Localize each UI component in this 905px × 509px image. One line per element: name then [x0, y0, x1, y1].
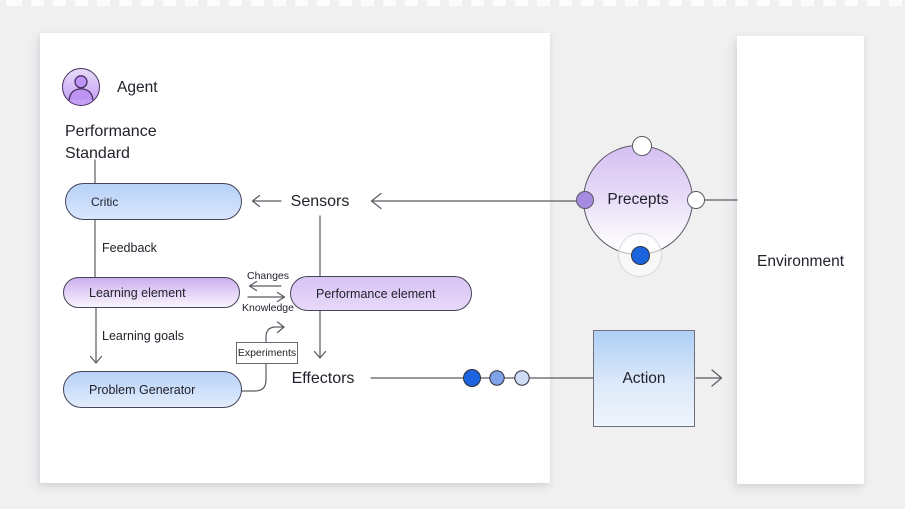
- feedback-label: Feedback: [102, 241, 157, 255]
- node-experiments: Experiments: [236, 342, 298, 364]
- node-action: Action: [593, 330, 695, 427]
- knowledge-label: Knowledge: [242, 302, 294, 314]
- performance-standard-line1: Performance: [65, 123, 157, 140]
- performance-standard-line2: Standard: [65, 145, 130, 162]
- precepts-port-top: [632, 136, 652, 156]
- edge-precepts-to-sensors: [370, 192, 587, 210]
- node-performance-element-label: Performance element: [316, 286, 436, 301]
- precepts-port-right: [687, 191, 705, 209]
- precepts-port-bottom: [631, 246, 650, 265]
- node-critic: Critic: [65, 183, 242, 220]
- effector-dot-dark: [463, 369, 481, 387]
- node-problem-generator-label: Problem Generator: [89, 382, 196, 397]
- node-learning-element: Learning element: [63, 277, 240, 308]
- performance-standard-label: Performance Standard: [65, 121, 157, 165]
- node-action-label: Action: [622, 369, 666, 387]
- effectors-label: Effectors: [291, 370, 355, 387]
- edge-knowledge-arrow: [247, 291, 286, 303]
- canvas-dashed-border: [0, 0, 905, 6]
- agent-panel: [40, 33, 550, 483]
- environment-panel: [737, 36, 864, 484]
- precepts-port-left: [576, 191, 594, 209]
- edge-action-to-environment: [695, 369, 723, 387]
- agent-avatar: [62, 68, 100, 106]
- environment-label: Environment: [756, 253, 844, 270]
- person-icon: [68, 75, 94, 101]
- effector-dot-mid: [489, 370, 505, 386]
- edge-changes-arrow: [248, 280, 282, 292]
- changes-label: Changes: [246, 270, 290, 282]
- sensors-label: Sensors: [290, 193, 350, 210]
- node-experiments-label: Experiments: [237, 347, 297, 359]
- effector-dot-light: [514, 370, 530, 386]
- edge-learning-to-problem: [89, 307, 103, 364]
- node-problem-generator: Problem Generator: [63, 371, 242, 408]
- learning-goals-label: Learning goals: [102, 329, 185, 343]
- precepts-label: Precepts: [607, 191, 669, 208]
- node-performance-element: Performance element: [290, 276, 472, 311]
- agent-title: Agent: [117, 79, 158, 96]
- node-learning-element-label: Learning element: [89, 285, 186, 300]
- node-critic-label: Critic: [91, 194, 119, 209]
- edge-sensors-to-critic: [251, 194, 282, 208]
